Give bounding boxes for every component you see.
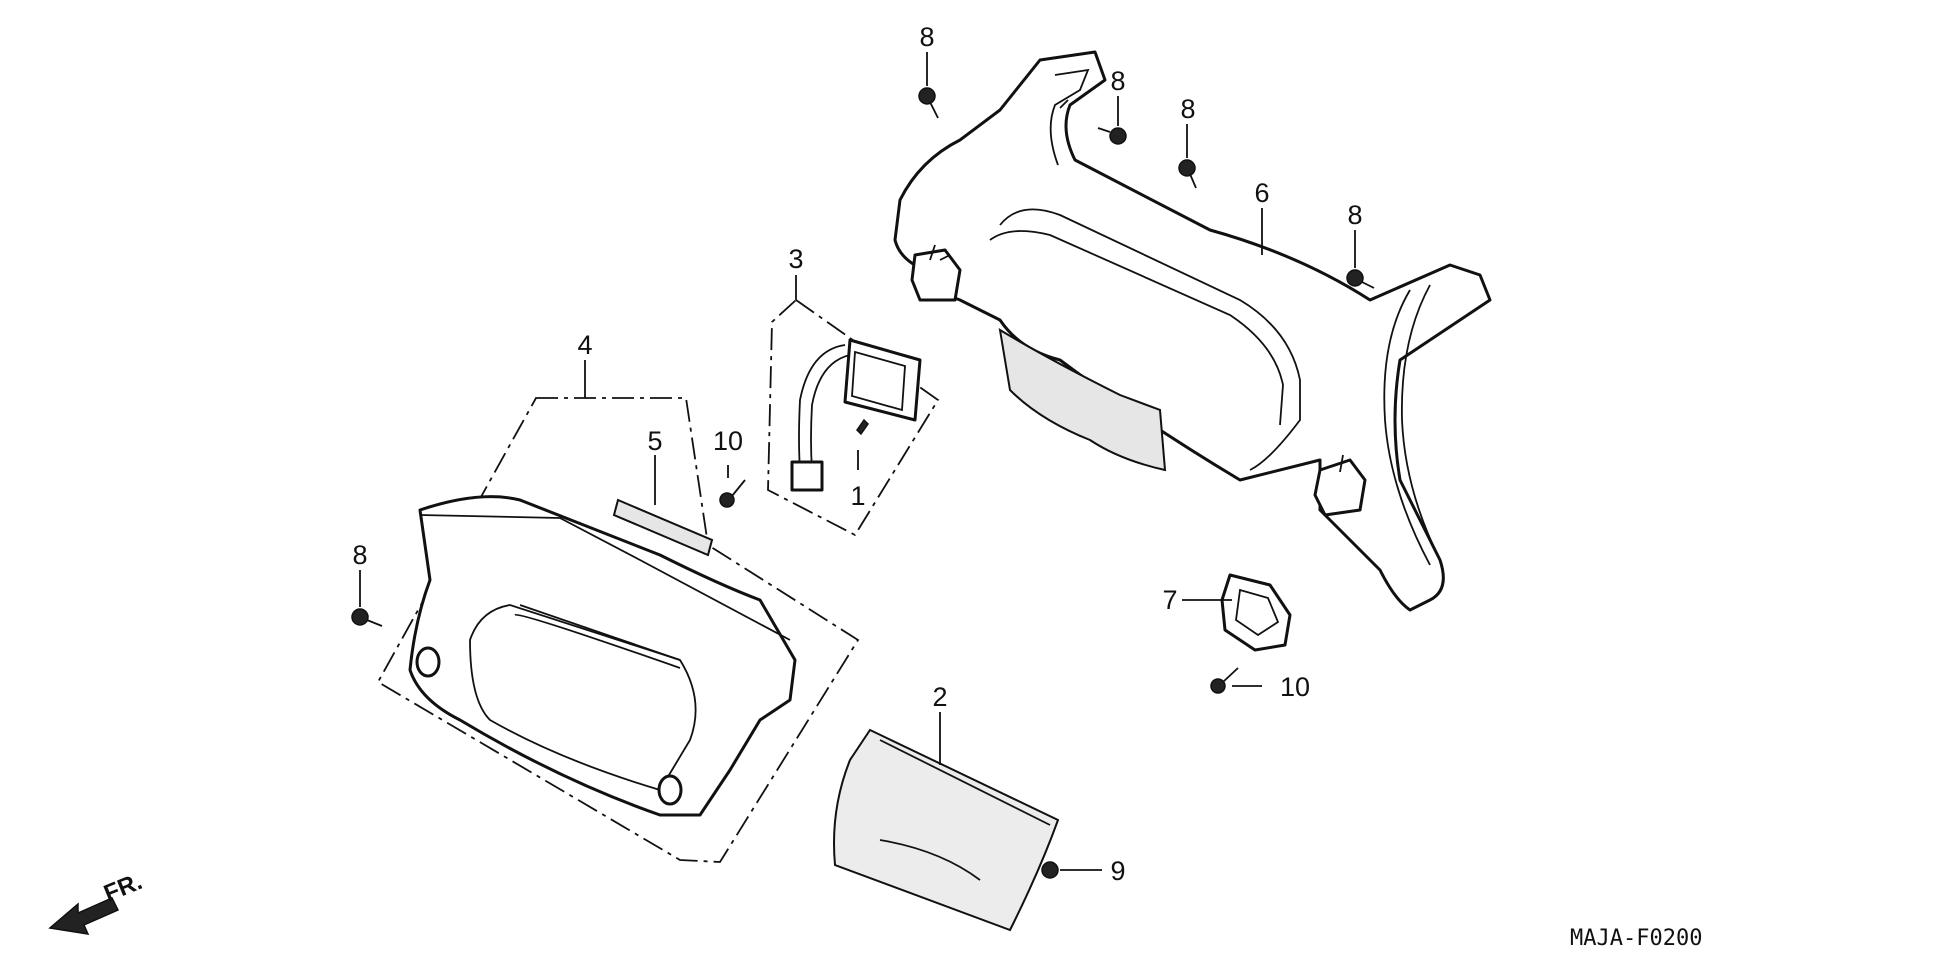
callout-8-second: 8 xyxy=(1110,66,1125,96)
bolt-8-b xyxy=(1097,127,1127,145)
callout-4: 4 xyxy=(577,330,592,360)
screw-10-b xyxy=(1210,667,1239,694)
callout-1: 1 xyxy=(850,481,865,511)
callout-9: 9 xyxy=(1110,856,1125,886)
screw-10-a xyxy=(719,479,746,508)
inner-cover-part-4 xyxy=(376,397,860,863)
bolt-8-a xyxy=(918,87,939,119)
bolt-8-d xyxy=(1346,269,1375,289)
callout-5: 5 xyxy=(647,426,662,456)
callout-10-upper: 10 xyxy=(713,426,743,456)
bolt-8-c xyxy=(1178,159,1197,189)
bracket-part-7 xyxy=(1220,573,1292,652)
callout-10-lower: 10 xyxy=(1280,672,1310,702)
callout-3: 3 xyxy=(788,244,803,274)
diagram-code: MAJA-F0200 xyxy=(1570,926,1702,951)
strip-part-5 xyxy=(612,498,714,557)
callout-8-left: 8 xyxy=(352,540,367,570)
callout-8-top: 8 xyxy=(919,22,934,52)
callouts: 8 8 8 8 8 8 6 3 1 4 5 10 10 7 2 9 xyxy=(352,22,1362,886)
bolt-8-e xyxy=(351,608,383,627)
pad-part-2 xyxy=(833,728,1060,932)
leader-lines xyxy=(359,52,1356,871)
callout-6: 6 xyxy=(1254,178,1269,208)
nut-9 xyxy=(1041,861,1059,879)
callout-8-third: 8 xyxy=(1180,94,1195,124)
callout-2: 2 xyxy=(932,682,947,712)
front-arrow: FR. xyxy=(48,868,146,935)
switch-assembly-part-3 xyxy=(767,298,940,537)
front-direction-label: FR. xyxy=(100,868,146,908)
rear-cover-part-6 xyxy=(893,50,1492,612)
callout-8-right: 8 xyxy=(1347,200,1362,230)
callout-7: 7 xyxy=(1162,585,1177,615)
